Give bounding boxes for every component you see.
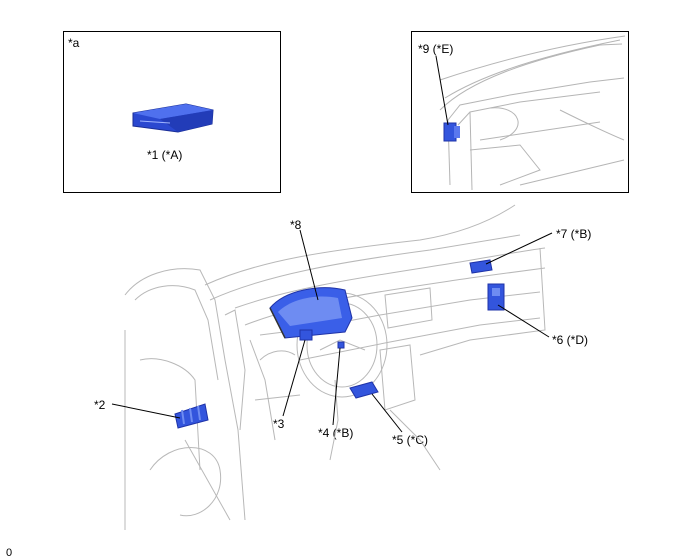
- component-5: [349, 381, 379, 399]
- label-9: *9 (*E): [418, 42, 454, 56]
- component-3: [299, 329, 313, 341]
- label-6: *6 (*D): [552, 333, 589, 347]
- component-8-cluster: [269, 287, 353, 339]
- component-4: [337, 341, 345, 349]
- component-2: [174, 403, 209, 429]
- label-2: *2: [94, 398, 106, 412]
- leader-lines: [111, 229, 553, 433]
- label-3: *3: [273, 417, 285, 431]
- component-7: [469, 259, 493, 274]
- cabin-sketch: [124, 204, 546, 530]
- label-8: *8: [290, 218, 302, 232]
- ecu-module-1: [132, 103, 214, 133]
- label-7: *7 (*B): [556, 227, 592, 241]
- inset-b-dash-sketch: [439, 35, 626, 191]
- inset-box-b: [411, 31, 629, 193]
- label-5: *5 (*C): [392, 433, 429, 447]
- component-6: [487, 283, 505, 311]
- label-1: *1 (*A): [147, 148, 183, 162]
- leader-9: [435, 55, 449, 126]
- footer-code: 0: [6, 547, 13, 559]
- inset-a-tag: *a: [68, 36, 80, 50]
- component-9: [443, 122, 460, 142]
